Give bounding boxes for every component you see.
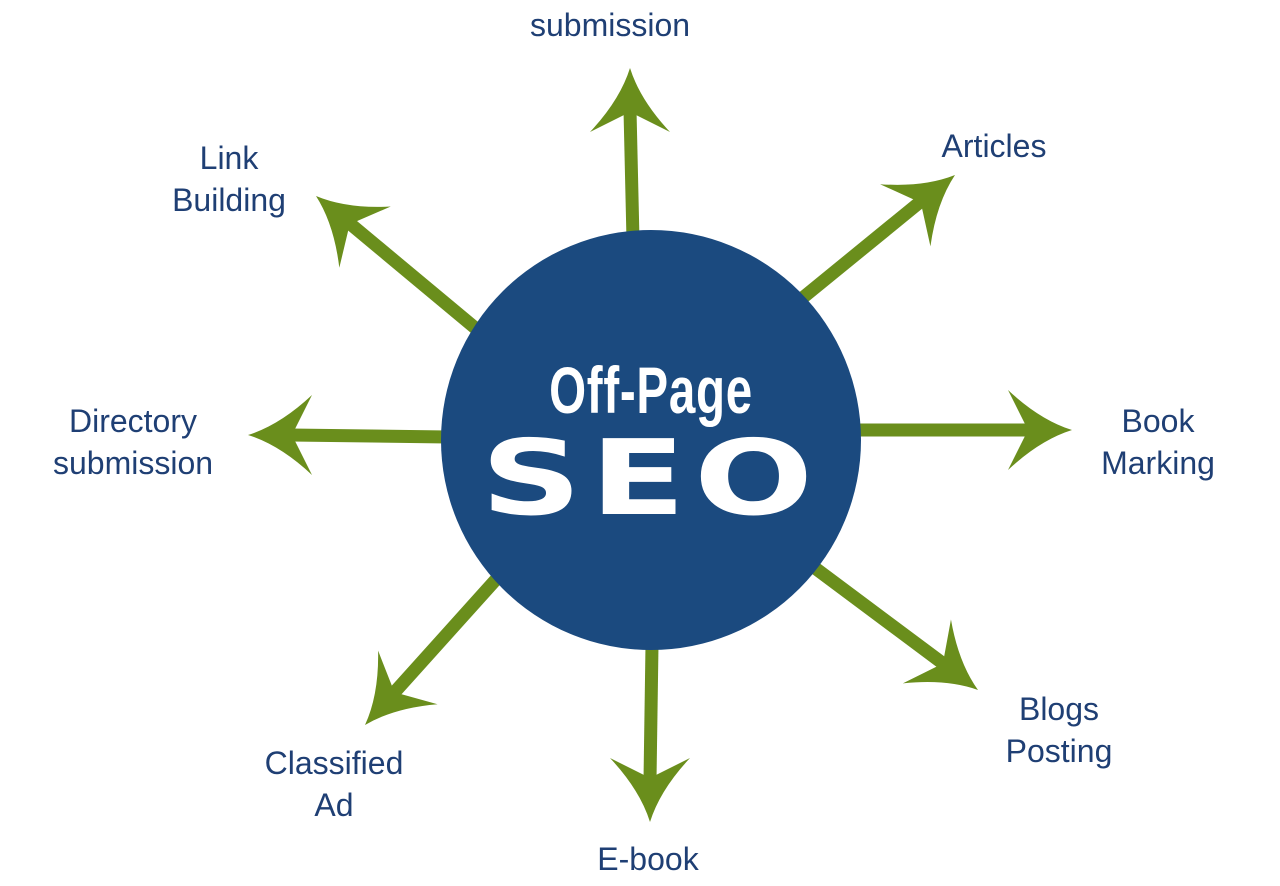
label-line: Directory — [68, 403, 197, 439]
arrow-ebook-line — [643, 644, 659, 781]
label-line: Ad — [314, 787, 354, 823]
label-line: Link — [199, 140, 259, 176]
label-line: Blogs — [1018, 691, 1100, 727]
label-line: Posting — [1005, 733, 1113, 769]
label-line: Building — [172, 182, 286, 218]
label-link-building: Link Building — [172, 137, 286, 221]
label-directory-submission: Directory submission — [53, 400, 213, 484]
label-submission: submission — [529, 7, 691, 43]
arrow-classified-line — [388, 570, 505, 699]
arrow-articles-line — [795, 192, 930, 306]
center-title: Off-Page SEO — [481, 352, 814, 530]
arrow-blogs-line — [811, 562, 949, 671]
center-title-line2: SEO — [480, 417, 822, 539]
label-line: submission — [52, 445, 214, 481]
arrow-link-building-line — [343, 217, 485, 337]
label-line: Marking — [1101, 445, 1215, 481]
label-classified-ad: Classified Ad — [265, 742, 404, 826]
label-blogs-posting: Blogs Posting — [1006, 688, 1113, 772]
label-line: Classified — [264, 745, 404, 781]
center-circle — [441, 230, 861, 650]
arrowhead-blogs-icon — [902, 619, 1003, 722]
label-book-marking: Book Marking — [1101, 400, 1215, 484]
label-ebook: E-book — [597, 841, 699, 877]
arrow-submission-line — [623, 109, 640, 241]
label-articles: Articles — [941, 128, 1047, 164]
arrow-directory-line — [289, 428, 449, 444]
center-title-line1: Off-Page — [549, 353, 753, 427]
label-line: Book — [1121, 403, 1195, 439]
